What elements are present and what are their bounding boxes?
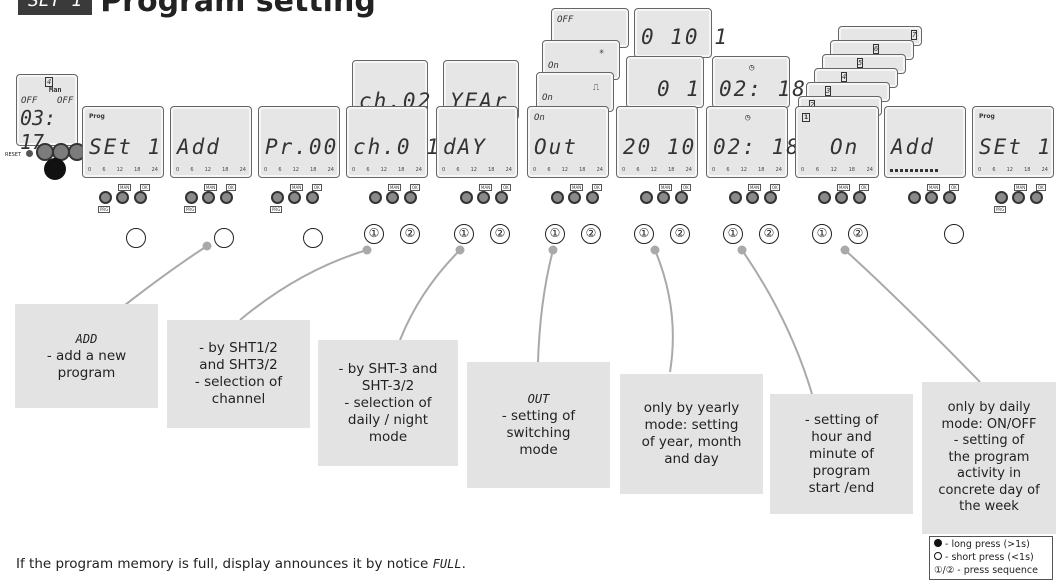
long-press-icon xyxy=(934,539,942,547)
seq-one: ① xyxy=(364,224,384,244)
short-press-icon xyxy=(934,552,942,560)
legend: - long press (>1s) - short press (<1s) ①… xyxy=(929,536,1053,580)
title-text: Program setting xyxy=(100,0,376,19)
screen-add-2: Add xyxy=(884,106,966,178)
seq-two: ② xyxy=(581,224,601,244)
seq-two: ② xyxy=(759,224,779,244)
seq-one: ① xyxy=(723,224,743,244)
full-notice: FULL xyxy=(432,557,462,571)
seq-two: ② xyxy=(490,224,510,244)
seq-one: ① xyxy=(634,224,654,244)
short-press-mark xyxy=(214,228,234,248)
short-press-mark xyxy=(303,228,323,248)
reset-button[interactable] xyxy=(26,150,33,157)
seq-two: ② xyxy=(400,224,420,244)
short-press-mark xyxy=(944,224,964,244)
device-man: Man xyxy=(49,86,62,94)
title-badge: SET 1 xyxy=(18,0,93,15)
seq-one: ① xyxy=(545,224,565,244)
seq-one: ① xyxy=(812,224,832,244)
stack-date-mid: 0 1 xyxy=(626,56,704,108)
reset-label: RESET xyxy=(5,152,22,158)
page-title: SET 1 Program setting xyxy=(18,0,376,19)
seq-two: ② xyxy=(670,224,690,244)
short-press-mark xyxy=(126,228,146,248)
stack-time: ◷02: 18 xyxy=(712,56,805,108)
device-off-right: OFF xyxy=(57,96,74,106)
device-off-left: OFF xyxy=(21,96,38,106)
long-press-dot xyxy=(44,158,66,180)
device-prog-num: 4 xyxy=(45,77,54,87)
device-display: 4 Man OFF OFF 03: 17 xyxy=(16,74,78,154)
footer-note: If the program memory is full, display a… xyxy=(16,556,466,572)
seq-one: ① xyxy=(454,224,474,244)
seq-two: ② xyxy=(848,224,868,244)
stack-date-top: 0 10 1 xyxy=(634,8,727,58)
